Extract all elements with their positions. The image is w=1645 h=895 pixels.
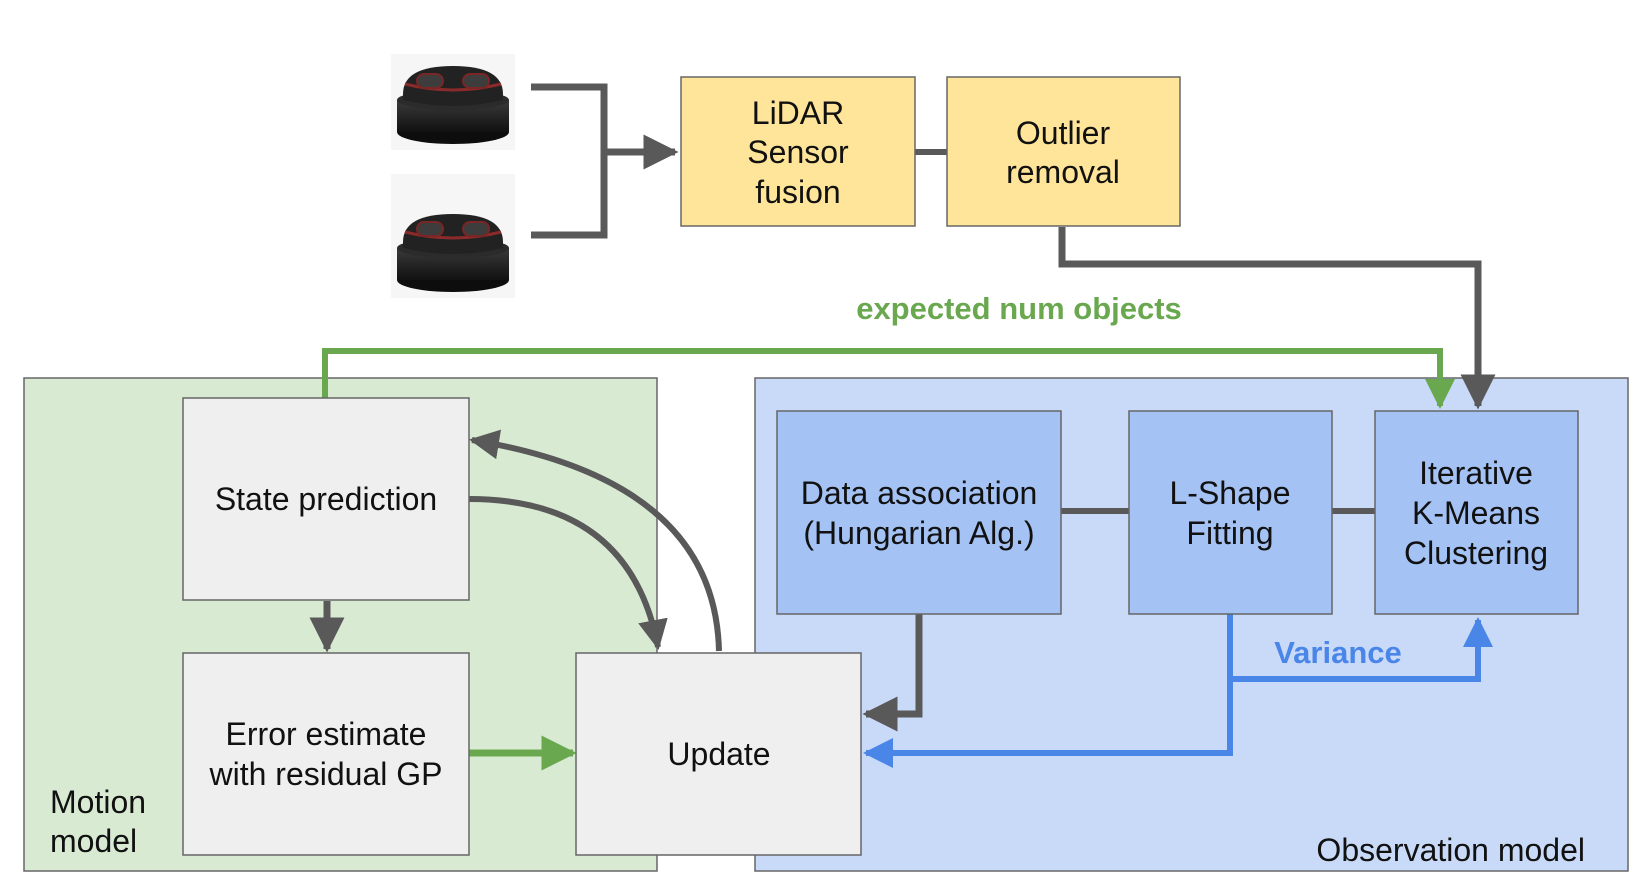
l-shape-line1: L-Shape: [1170, 475, 1291, 511]
update-to-prediction-arrow: [469, 429, 722, 652]
variance-label: Variance: [1274, 635, 1402, 670]
update-label: Update: [667, 736, 770, 772]
l-shape-fitting-box: L-Shape Fitting: [1128, 410, 1333, 615]
motion-model-label-line2: model: [50, 823, 137, 859]
data-association-box: Data association (Hungarian Alg.): [776, 410, 1062, 615]
outlier-removal-line1: Outlier: [1016, 115, 1111, 151]
data-association-line1: Data association: [801, 475, 1038, 511]
observation-model-label: Observation model: [1316, 832, 1585, 868]
lidar-fusion-line2: Sensor: [747, 134, 849, 170]
prediction-to-update-arrow: [468, 496, 668, 650]
assoc-to-update-arrow: [862, 614, 923, 732]
lshape-to-update-arrow: [863, 614, 1233, 768]
error-estimate-line2: with residual GP: [209, 756, 443, 792]
kmeans-line3: Clustering: [1404, 535, 1548, 571]
outlier-to-kmeans-arrow: [1058, 227, 1496, 410]
outlier-removal-box: Outlier removal: [946, 76, 1181, 227]
motion-model-label-line1: Motion: [50, 784, 146, 820]
kmeans-line2: K-Means: [1412, 495, 1540, 531]
outlier-removal-line2: removal: [1006, 154, 1120, 190]
lidar-sensor-icon: [391, 54, 515, 150]
state-prediction-box: State prediction: [182, 397, 470, 601]
state-prediction-label: State prediction: [215, 481, 437, 517]
update-box: Update: [575, 652, 862, 856]
kmeans-clustering-box: Iterative K-Means Clustering: [1374, 410, 1579, 615]
l-shape-line2: Fitting: [1186, 515, 1273, 551]
error-estimate-box: Error estimate with residual GP: [182, 652, 470, 856]
lidar-sensor-icon: [391, 174, 515, 298]
sensor-merge-connector: [531, 83, 608, 239]
expected-num-objects-label: expected num objects: [856, 291, 1182, 326]
lidar-fusion-line1: LiDAR: [752, 95, 844, 131]
expected-objects-arrow: [322, 348, 1455, 409]
lidar-sensor-fusion-box: LiDAR Sensor fusion: [680, 76, 916, 227]
error-estimate-line1: Error estimate: [226, 716, 427, 752]
kmeans-line1: Iterative: [1419, 455, 1533, 491]
variance-to-kmeans-arrow: [1230, 617, 1493, 682]
data-association-line2: (Hungarian Alg.): [803, 515, 1034, 551]
lidar-fusion-line3: fusion: [755, 174, 840, 210]
